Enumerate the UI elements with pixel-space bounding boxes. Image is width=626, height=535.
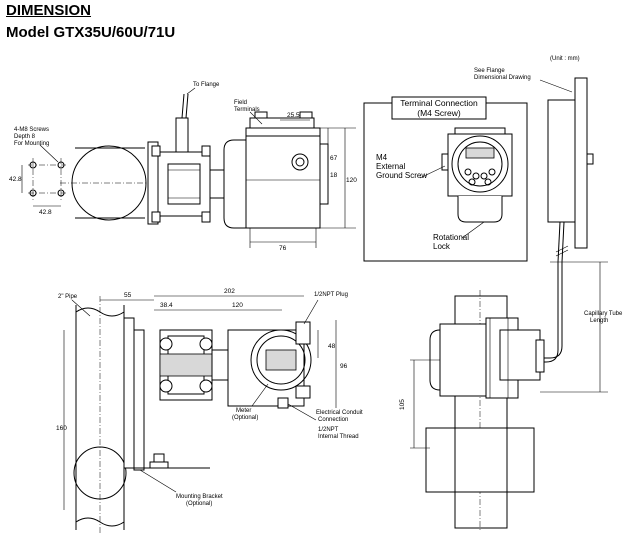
field-terminals-label-1: Field — [234, 100, 247, 106]
ground-label-3: Ground Screw — [376, 171, 427, 180]
dim-38-4: 38.4 — [160, 302, 173, 309]
to-flange-label: To Flange — [193, 82, 220, 88]
terminal-box-title-2: (M4 Screw) — [417, 108, 461, 118]
dim-160: 160 — [56, 425, 67, 432]
dim-48: 48 — [328, 343, 336, 350]
flange-note-1: See Flange — [474, 68, 505, 74]
flange-capillary: See Flange Dimensional Drawing Capillary… — [474, 68, 623, 393]
thread-label-2: Internal Thread — [318, 434, 359, 440]
ground-label-2: External — [376, 162, 406, 171]
dim-25-5: 25.5 — [287, 112, 300, 119]
flange-body-top — [157, 151, 211, 217]
screws-label-2: Depth 8 — [14, 134, 36, 140]
remote-flange — [574, 77, 588, 249]
thread-label-1: 1/2NPT — [318, 427, 339, 433]
dim-18: 18 — [330, 172, 338, 179]
housing-cap-top — [223, 139, 247, 229]
capillary-label-2: Length — [590, 318, 608, 324]
conduit-label-1: Electrical Conduit — [316, 410, 363, 416]
capillary-label-1: Capillary Tube — [584, 311, 623, 317]
meter-label-2: (Optional) — [232, 415, 258, 421]
dim-76: 76 — [279, 245, 287, 252]
dim-42-8-v: 42.8 — [9, 176, 22, 183]
dim-105: 105 — [399, 399, 406, 410]
terminal-connection-box: Terminal Connection (M4 Screw) M4 Extern… — [363, 96, 528, 262]
dim-96: 96 — [340, 363, 348, 370]
page-title: DIMENSION — [6, 2, 92, 19]
flange-note-2: Dimensional Drawing — [474, 75, 531, 81]
dim-42-8-h: 42.8 — [39, 209, 52, 216]
rot-lock-label-2: Lock — [433, 242, 451, 251]
terminal-box-title-1: Terminal Connection — [400, 98, 478, 108]
conduit-label-2: Connection — [318, 417, 348, 423]
housing-body-top — [245, 133, 321, 229]
unit-note: (Unit : mm) — [550, 56, 580, 62]
field-terminals-label-2: Terminals — [234, 107, 260, 113]
bracket-plate — [123, 317, 135, 469]
side-view: 105 — [399, 290, 545, 532]
pipe-section-front — [73, 446, 127, 500]
dim-202: 202 — [224, 288, 235, 295]
pipe-label: 2" Pipe — [58, 294, 78, 300]
dim-67: 67 — [330, 155, 338, 162]
dim-120-top: 120 — [346, 177, 357, 184]
rot-lock-label-1: Rotational — [433, 233, 469, 242]
front-view: 2" Pipe Mounting Bracket (Optional) 55 — [56, 288, 363, 534]
ground-label-1: M4 — [376, 153, 388, 162]
meter-label-1: Meter — [236, 408, 251, 414]
dim-120-front: 120 — [232, 302, 243, 309]
plug-label: 1/2NPT Plug — [314, 292, 348, 298]
top-view: To Flange Field Terminals 4-M8 Screws De… — [9, 82, 357, 252]
pipe-side — [454, 295, 508, 529]
dim-55: 55 — [124, 292, 132, 299]
screws-label-1: 4-M8 Screws — [14, 127, 49, 133]
bracket-label-2: (Optional) — [186, 501, 212, 507]
bracket-label-1: Mounting Bracket — [176, 494, 223, 500]
model-subtitle: Model GTX35U/60U/71U — [6, 24, 176, 41]
screws-label-3: For Mounting — [14, 141, 49, 147]
